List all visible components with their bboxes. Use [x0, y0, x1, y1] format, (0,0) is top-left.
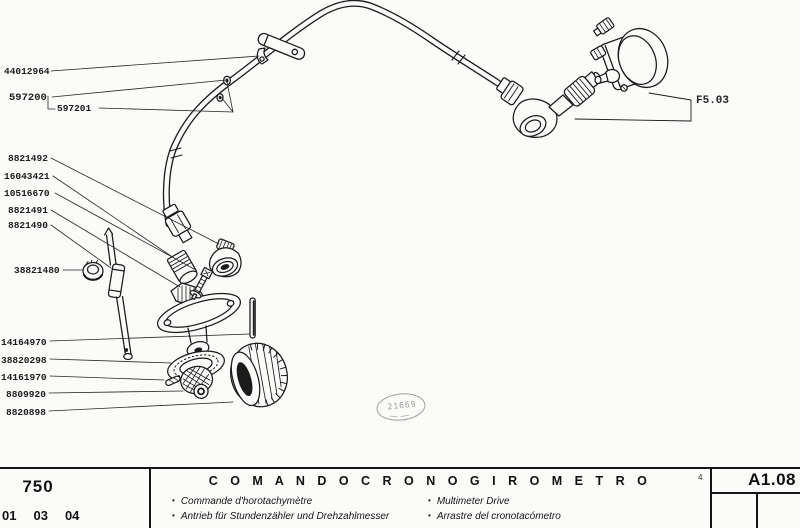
code-box-underline [712, 492, 800, 494]
title-block-divider-right [710, 468, 712, 528]
part-label: 16043421 [4, 171, 50, 182]
exploded-diagram [47, 0, 692, 421]
part-label: 38821480 [14, 265, 60, 276]
right-angle-adapter [496, 77, 574, 138]
gauge-hub [594, 68, 628, 92]
part-label: 14164970 [1, 337, 47, 348]
subtitle-text: Antrieb für Stundenzähler und Drehzahlme… [180, 511, 390, 522]
section-code: 01 [2, 508, 17, 523]
table-title: C O M A N D O C R O N O G I R O M E T R … [208, 474, 652, 488]
part-label: 38820298 [1, 355, 47, 366]
part-label: 597201 [57, 103, 92, 114]
splined-collar [166, 249, 198, 285]
f503-bracket [574, 92, 692, 122]
section-code: 04 [64, 508, 80, 523]
bullet-icon: • [428, 511, 431, 520]
part-label: 10516670 [4, 188, 50, 199]
model-number: 750 [22, 477, 54, 496]
speedo-cable [162, 0, 502, 228]
subtitle-spanish: • Arrastre del cronotacómetro [428, 511, 561, 522]
part-label: 8821490 [8, 220, 48, 231]
subtitle-text: Arrastre del cronotacómetro [436, 511, 561, 522]
inspection-stamp [376, 393, 426, 421]
section-code: 03 [33, 508, 48, 523]
strap-clamp [256, 32, 306, 65]
flexible-shaft [103, 227, 133, 361]
part-label: 8820898 [6, 407, 46, 418]
part-label: 8821491 [8, 205, 48, 216]
gauge-instrument [590, 17, 669, 92]
small-drive-gear [180, 365, 214, 400]
leader-lines [47, 55, 260, 412]
part-label: 597200 [9, 92, 47, 104]
table-code: A1.08 [748, 470, 796, 489]
drive-pin [249, 297, 256, 339]
reference-label-f503: F5.03 [696, 95, 730, 107]
cable-ferrule [162, 203, 193, 244]
subtitle-text: Commande d'horotachymètre [180, 496, 313, 507]
sheet-number: 4 [698, 473, 703, 482]
union-nut [208, 238, 242, 278]
gauge-bezel [617, 28, 669, 88]
woodruff-key [165, 375, 181, 387]
part-label: 8809920 [6, 389, 46, 400]
securing-bolt [189, 266, 214, 300]
bullet-icon: • [428, 496, 431, 505]
bullet-icon: • [172, 496, 175, 505]
title-block-divider-left [149, 468, 151, 528]
subtitle-text: Multimeter Drive [436, 496, 510, 507]
subtitle-german: • Antrieb für Stundenzähler und Drehzahlm… [172, 511, 389, 522]
bushing-ring [82, 259, 104, 281]
subtitle-french: • Commande d'horotachymètre [172, 496, 312, 507]
subtitle-english: • Multimeter Drive [428, 496, 510, 507]
large-driven-gear [230, 342, 288, 408]
title-block-border [0, 467, 800, 470]
bullet-icon: • [172, 511, 175, 520]
section-codes: 01 03 04 [2, 508, 79, 523]
part-label: 8821492 [8, 153, 48, 164]
code-box-cell-divider [756, 494, 758, 528]
part-label: 44012964 [4, 66, 50, 77]
part-label: 14161970 [1, 372, 47, 383]
retaining-clips [216, 75, 232, 102]
